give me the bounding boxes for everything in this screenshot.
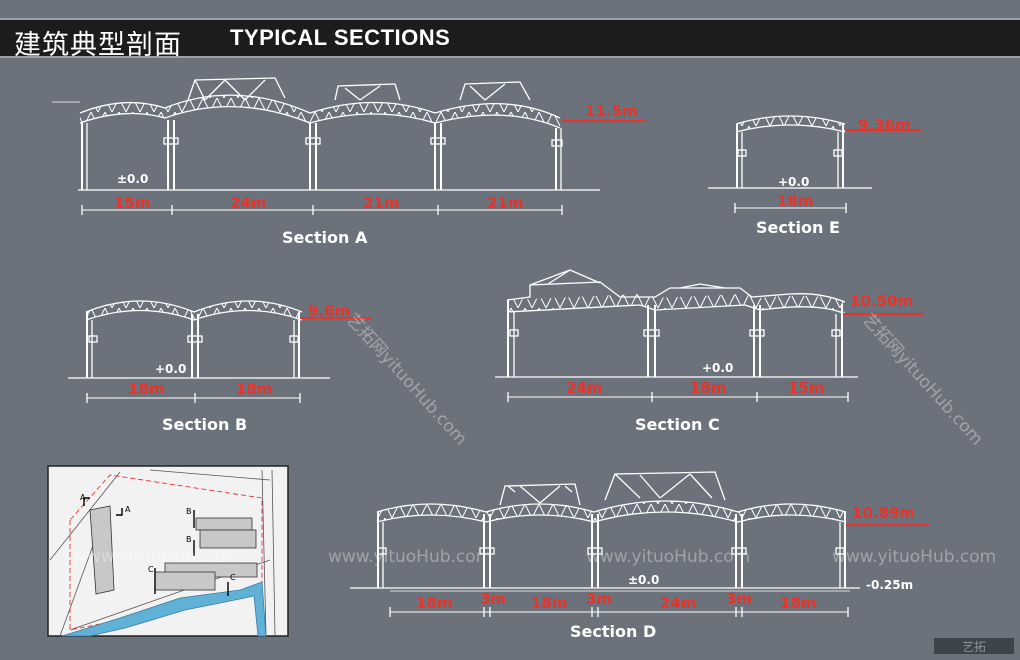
section-d-span-1: 18m [416,594,453,612]
section-a-datum: ±0.0 [117,172,148,186]
section-c-span-3: 15m [788,379,825,397]
section-d-span-6: 3m [726,590,752,608]
section-b-span-2: 18m [236,380,273,398]
section-c-span-2: 18m [690,379,727,397]
brand-text: 艺拓 [962,640,986,654]
section-d-height: 10.89m [852,504,915,522]
page-title-cn: 建筑典型剖面 [14,30,182,61]
header-stripe-bottom [0,56,1020,58]
watermark-3: www.yituoHub.com [586,547,750,567]
section-a [52,77,646,215]
watermark-diagonal-2: 艺拓网yituoHub.com [858,310,986,449]
section-d-level-low: -0.25m [866,578,913,592]
section-a-span-4: 21m [487,194,524,212]
section-b-datum: +0.0 [155,362,186,376]
page-title-en: TYPICAL SECTIONS [230,25,451,50]
header-bar [0,18,1020,58]
watermark-2: www.yituoHub.com [328,547,492,567]
section-b-label: Section B [162,415,247,434]
section-e-height: 9.36m [858,116,911,134]
section-d-datum: ±0.0 [628,573,659,587]
watermark-diagonal-1: 艺拓网yituoHub.com [342,310,470,449]
section-a-span-3: 21m [363,194,400,212]
section-e-datum: +0.0 [778,175,809,189]
site-marker-a1: A [80,493,86,502]
section-c-datum: +0.0 [702,361,733,375]
site-marker-b1: B [186,507,192,516]
site-marker-c1: C [148,565,154,574]
section-b-span-1: 18m [128,380,165,398]
section-a-span-2: 24m [230,194,267,212]
section-d-span-5: 24m [660,594,697,612]
site-marker-b2: B [186,535,192,544]
section-d [350,471,930,617]
watermark-1: www.yituoHub.com [73,547,237,567]
section-e [708,115,922,213]
site-marker-c2: C [230,573,236,582]
section-e-span-1: 18m [777,192,814,210]
section-c-height: 10.50m [850,292,913,310]
site-plan: A A B B C C [47,465,289,637]
site-marker-a2: A [125,505,131,514]
section-a-span-1: 15m [114,194,151,212]
section-e-label: Section E [756,218,840,237]
section-b-height: 9.6m [308,302,350,320]
watermark-4: www.yituoHub.com [832,547,996,567]
header-stripe-top [0,18,1020,20]
section-b [68,300,372,403]
section-d-span-2: 3m [480,590,506,608]
section-d-span-7: 18m [780,594,817,612]
section-d-label: Section D [570,622,656,641]
section-d-span-4: 3m [586,590,612,608]
section-c-label: Section C [635,415,720,434]
section-c [495,269,924,402]
section-c-span-1: 24m [566,379,603,397]
section-a-label: Section A [282,228,368,247]
brand-logo: 艺拓 [934,638,1014,654]
section-d-span-3: 18m [531,594,568,612]
section-a-height: 11.5m [585,102,638,120]
